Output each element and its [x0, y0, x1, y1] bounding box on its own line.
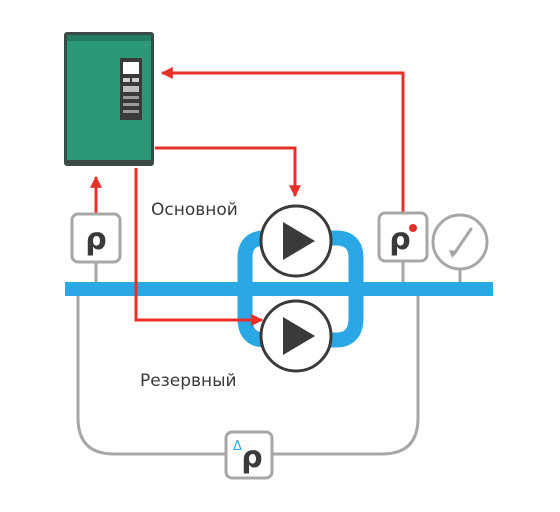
signal-to-main-pump — [155, 146, 301, 198]
signal-to-reserve-pump — [134, 168, 264, 326]
manometer-icon — [431, 213, 489, 271]
inlet-pressure-sensor: ρ — [70, 212, 122, 264]
reserve-pump-label: Резервный — [140, 371, 237, 391]
differential-sensing-line — [76, 262, 462, 456]
main-pipe — [65, 282, 493, 296]
inlet-pressure-symbol: ρ — [85, 222, 106, 257]
signal-feedback-outlet — [160, 67, 405, 213]
frequency-converter — [64, 32, 154, 166]
differential-pressure-sensor: Δ ρ — [224, 430, 274, 480]
outlet-pressure-symbol: ρ — [389, 222, 410, 257]
control-signal-lines — [90, 67, 405, 326]
reserve-pump-icon — [259, 299, 333, 373]
delta-symbol: Δ — [233, 439, 242, 454]
outlet-pressure-sensor: ρ — [377, 211, 429, 263]
differential-pressure-symbol: ρ — [241, 440, 262, 475]
alarm-dot-icon — [409, 224, 417, 232]
main-pump-icon — [259, 204, 333, 278]
pump-manifold — [237, 230, 364, 348]
main-pump-label: Основной — [151, 200, 238, 220]
